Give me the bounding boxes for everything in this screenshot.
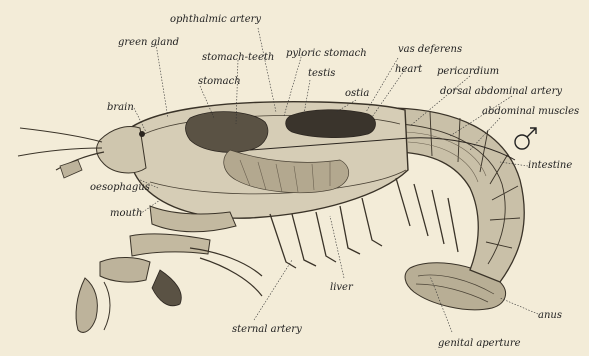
label-sternal-artery: sternal artery xyxy=(232,324,302,335)
label-mouth: mouth xyxy=(110,208,142,219)
label-dorsal-abdominal-artery: dorsal abdominal artery xyxy=(440,86,562,97)
label-ostia: ostia xyxy=(345,88,369,99)
label-oesophagus: oesophagus xyxy=(90,182,150,193)
label-stomach: stomach xyxy=(198,76,241,87)
label-intestine: intestine xyxy=(528,160,572,171)
label-green-gland: green gland xyxy=(118,37,179,48)
label-brain: brain xyxy=(107,102,134,113)
label-heart: heart xyxy=(395,64,422,75)
claws xyxy=(76,206,262,332)
male-symbol-icon xyxy=(515,128,536,149)
label-anus: anus xyxy=(538,310,562,321)
label-pyloric-stomach: pyloric stomach xyxy=(286,48,367,59)
label-liver: liver xyxy=(330,282,353,293)
label-vas-deferens: vas deferens xyxy=(398,44,462,55)
label-stomach-teeth: stomach-teeth xyxy=(202,52,274,63)
label-genital-aperture: genital aperture xyxy=(438,338,521,349)
label-ophthalmic-artery: ophthalmic artery xyxy=(170,14,261,25)
label-testis: testis xyxy=(308,68,335,79)
label-pericardium: pericardium xyxy=(437,66,499,77)
label-abdominal-muscles: abdominal muscles xyxy=(482,106,579,117)
head xyxy=(18,127,146,179)
abdomen xyxy=(395,108,524,282)
